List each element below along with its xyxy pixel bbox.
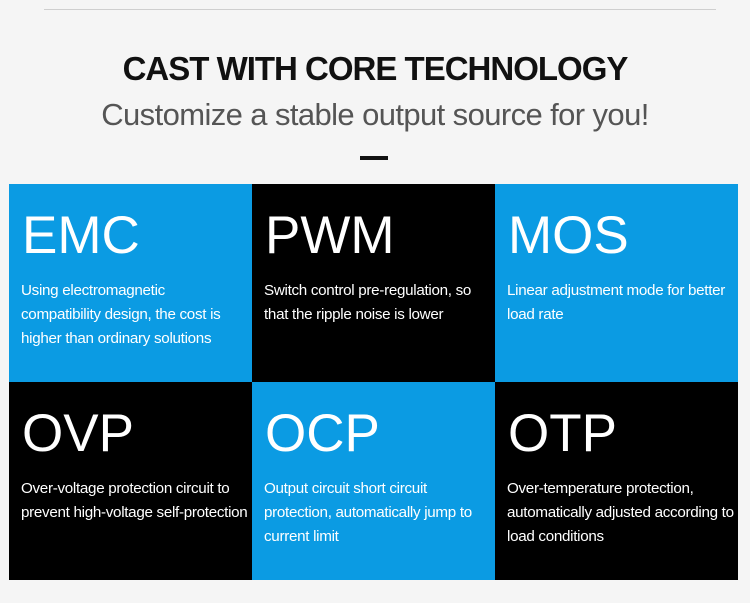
feature-card-ocp: OCP Output circuit short circuit protect… — [252, 382, 495, 580]
feature-grid: EMC Using electromagnetic compatibility … — [9, 184, 738, 580]
page-subtitle: Customize a stable output source for you… — [101, 97, 649, 132]
feature-card-pwm: PWM Switch control pre-regulation, so th… — [252, 184, 495, 382]
feature-card-mos: MOS Linear adjustment mode for better lo… — [495, 184, 738, 382]
title-accent-dash — [360, 156, 388, 160]
feature-card-otp: OTP Over-temperature protection, automat… — [495, 382, 738, 580]
feature-title: OVP — [22, 404, 134, 463]
feature-title: PWM — [265, 206, 395, 265]
feature-description: Linear adjustment mode for better load r… — [507, 282, 726, 323]
feature-title: OCP — [265, 404, 380, 463]
feature-card-ovp: OVP Over-voltage protection circuit to p… — [9, 382, 252, 580]
feature-title: EMC — [22, 206, 140, 265]
page-title: CAST WITH CORE TECHNOLOGY — [122, 50, 629, 87]
feature-description: Over-temperature protection, automatical… — [507, 480, 734, 545]
feature-title: MOS — [508, 206, 629, 265]
top-divider — [44, 9, 716, 10]
feature-description: Using electromagnetic compatibility desi… — [21, 282, 221, 347]
feature-description: Output circuit short circuit protection,… — [264, 480, 472, 545]
feature-description: Over-voltage protection circuit to preve… — [21, 480, 248, 521]
feature-description: Switch control pre-regulation, so that t… — [264, 282, 472, 323]
feature-title: OTP — [508, 404, 617, 463]
feature-card-emc: EMC Using electromagnetic compatibility … — [9, 184, 252, 382]
